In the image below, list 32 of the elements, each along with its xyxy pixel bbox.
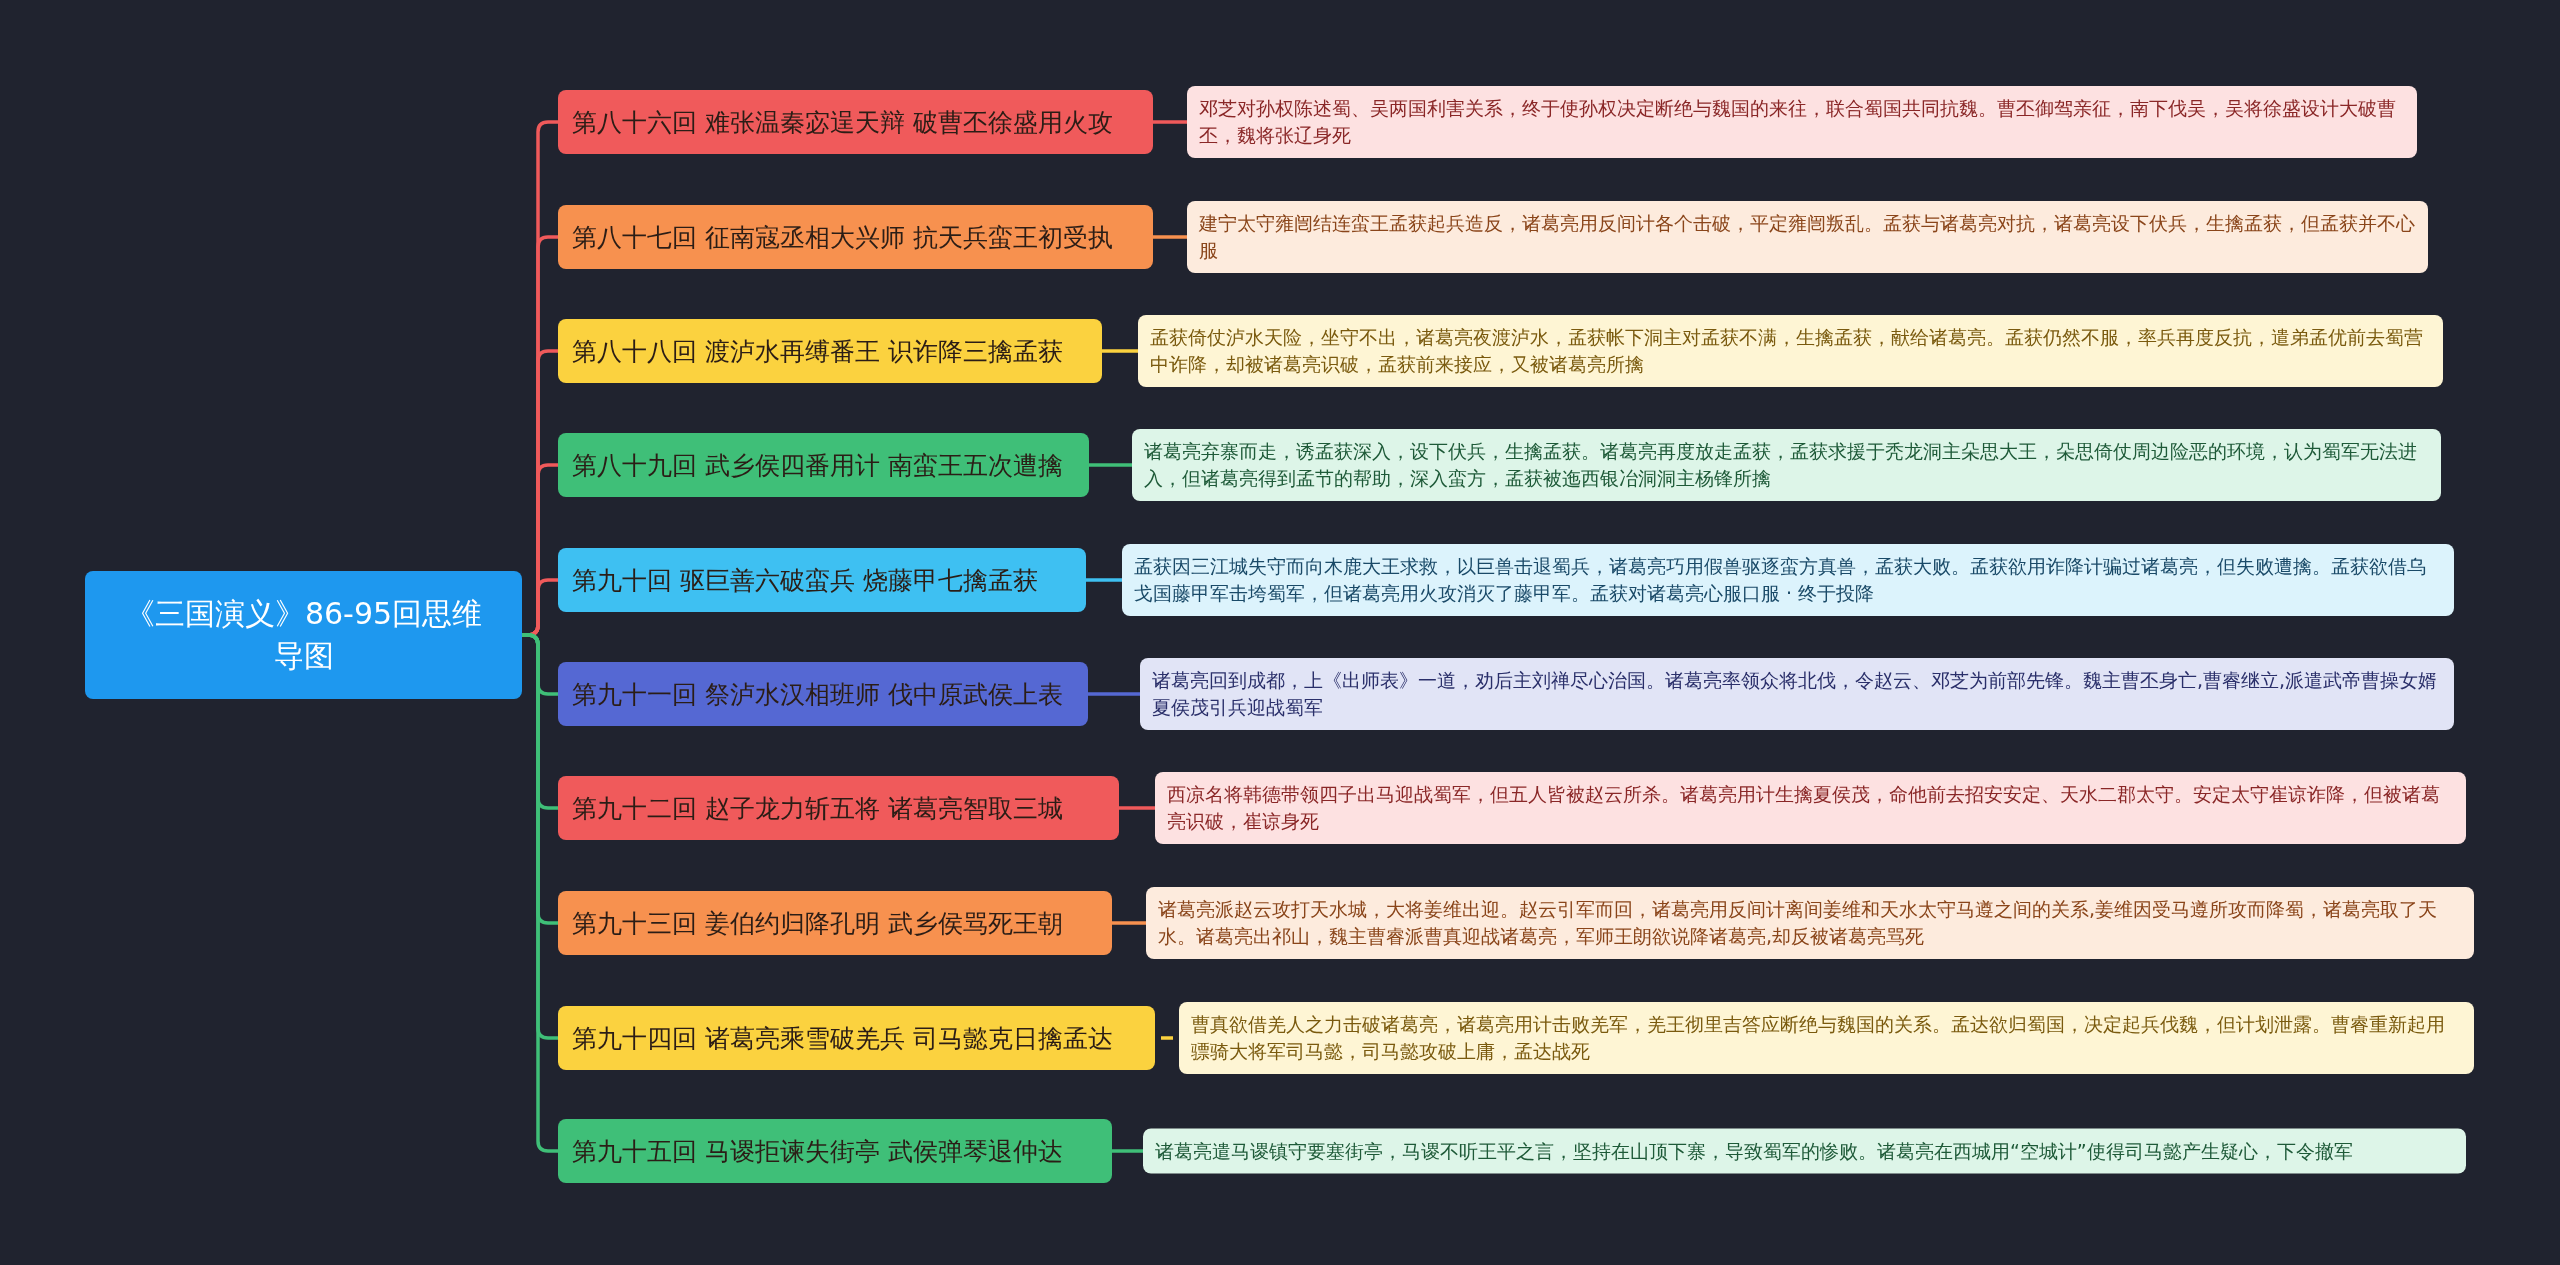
connector-line bbox=[1153, 235, 1187, 239]
connector-line bbox=[1086, 578, 1122, 582]
connector-line bbox=[1119, 806, 1155, 810]
chapter-topic-box: 第八十六回 难张温秦宓逞天辩 破曹丕徐盛用火攻 bbox=[558, 90, 1153, 154]
chapter-topic-box: 第九十三回 姜伯约归降孔明 武乡侯骂死王朝 bbox=[558, 891, 1112, 955]
connector-line bbox=[1112, 1149, 1143, 1153]
summary-box: 孟获倚仗泸水天险，坐守不出，诸葛亮夜渡泸水，孟获帐下洞主对孟获不满，生擒孟获，献给诸葛亮。孟获仍然不服，率兵再度反抗，遣弟孟优前去蜀营中诈降，却被诸葛亮识破，孟获前来接应，又被诸葛亮所擒 bbox=[1138, 315, 2443, 387]
summary-box: 建宁太守雍闿结连蛮王孟获起兵造反，诸葛亮用反间计各个击破，平定雍闿叛乱。孟获与诸葛亮对抗，诸葛亮设下伏兵，生擒孟获，但孟获并不心服 bbox=[1187, 201, 2428, 273]
connector-line bbox=[1089, 463, 1132, 467]
summary-box: 诸葛亮遣马谡镇守要塞街亭，马谡不听王平之言，坚持在山顶下寨，导致蜀军的惨败。诸葛亮在西城用“空城计”使得司马懿产生疑心，下令撤军 bbox=[1143, 1128, 2466, 1174]
chapter-topic-box: 第九十四回 诸葛亮乘雪破羌兵 司马懿克日擒孟达 bbox=[558, 1006, 1155, 1070]
summary-box: 诸葛亮弃寨而走，诱孟获深入，设下伏兵，生擒孟获。诸葛亮再度放走孟获，孟获求援于秃龙洞主朵思大王，朵思倚仗周边险恶的环境，认为蜀军无法进入，但诸葛亮得到孟节的帮助，深入蛮方，孟获被迤西银冶洞洞主杨锋所擒 bbox=[1132, 429, 2441, 501]
chapter-topic-box: 第八十九回 武乡侯四番用计 南蛮王五次遭擒 bbox=[558, 433, 1089, 497]
connector-line bbox=[1112, 921, 1146, 925]
connector-line bbox=[522, 633, 558, 1153]
summary-box: 诸葛亮派赵云攻打天水城，大将姜维出迎。赵云引军而回，诸葛亮用反间计离间姜维和天水太守马遵之间的关系,姜维因受马遵所攻而降蜀，诸葛亮取了天水。诸葛亮出祁山，魏主曹睿派曹真迎战诸葛亮，军师王朗欲说降诸葛亮,却反被诸葛亮骂死 bbox=[1146, 887, 2474, 959]
summary-box: 曹真欲借羌人之力击破诸葛亮，诸葛亮用计击败羌军，羌王彻里吉答应断绝与魏国的关系。孟达欲归蜀国，决定起兵伐魏，但计划泄露。曹睿重新起用骠骑大将军司马懿，司马懿攻破上庸，孟达战死 bbox=[1179, 1002, 2474, 1074]
connector-line bbox=[1161, 1036, 1173, 1040]
root-topic-box: 《三国演义》86-95回思维导图 bbox=[85, 571, 522, 699]
summary-box: 孟获因三江城失守而向木鹿大王求救，以巨兽击退蜀兵，诸葛亮巧用假兽驱逐蛮方真兽，孟获大败。孟获欲用诈降计骗过诸葛亮，但失败遭擒。孟获欲借乌戈国藤甲军击垮蜀军，但诸葛亮用火攻消灭了藤甲军。孟获对诸葛亮心服口服 · 终于投降 bbox=[1122, 544, 2454, 616]
summary-box: 邓芝对孙权陈述蜀、吴两国利害关系，终于使孙权决定断绝与魏国的来往，联合蜀国共同抗魏。曹丕御驾亲征，南下伐吴，吴将徐盛设计大破曹丕，魏将张辽身死 bbox=[1187, 86, 2417, 158]
chapter-topic-box: 第九十二回 赵子龙力斩五将 诸葛亮智取三城 bbox=[558, 776, 1119, 840]
chapter-topic-box: 第九十五回 马谡拒谏失街亭 武侯弹琴退仲达 bbox=[558, 1119, 1112, 1183]
connector-line bbox=[1153, 120, 1187, 124]
chapter-topic-box: 第九十回 驱巨善六破蛮兵 烧藤甲七擒孟获 bbox=[558, 548, 1086, 612]
chapter-topic-box: 第八十八回 渡泸水再缚番王 识诈降三擒孟获 bbox=[558, 319, 1102, 383]
summary-box: 西凉名将韩德带领四子出马迎战蜀军，但五人皆被赵云所杀。诸葛亮用计生擒夏侯茂，命他前去招安安定、天水二郡太守。安定太守崔谅诈降，但被诸葛亮识破，崔谅身死 bbox=[1155, 772, 2466, 844]
connector-line bbox=[1102, 349, 1138, 353]
chapter-topic-box: 第八十七回 征南寇丞相大兴师 抗天兵蛮王初受执 bbox=[558, 205, 1153, 269]
summary-box: 诸葛亮回到成都，上《出师表》一道，劝后主刘禅尽心治国。诸葛亮率领众将北伐，令赵云、邓芝为前部先锋。魏主曹丕身亡,曹睿继立,派遣武帝曹操女婿夏侯茂引兵迎战蜀军 bbox=[1140, 658, 2454, 730]
connector-line bbox=[1088, 692, 1140, 696]
chapter-topic-box: 第九十一回 祭泸水汉相班师 伐中原武侯上表 bbox=[558, 662, 1088, 726]
